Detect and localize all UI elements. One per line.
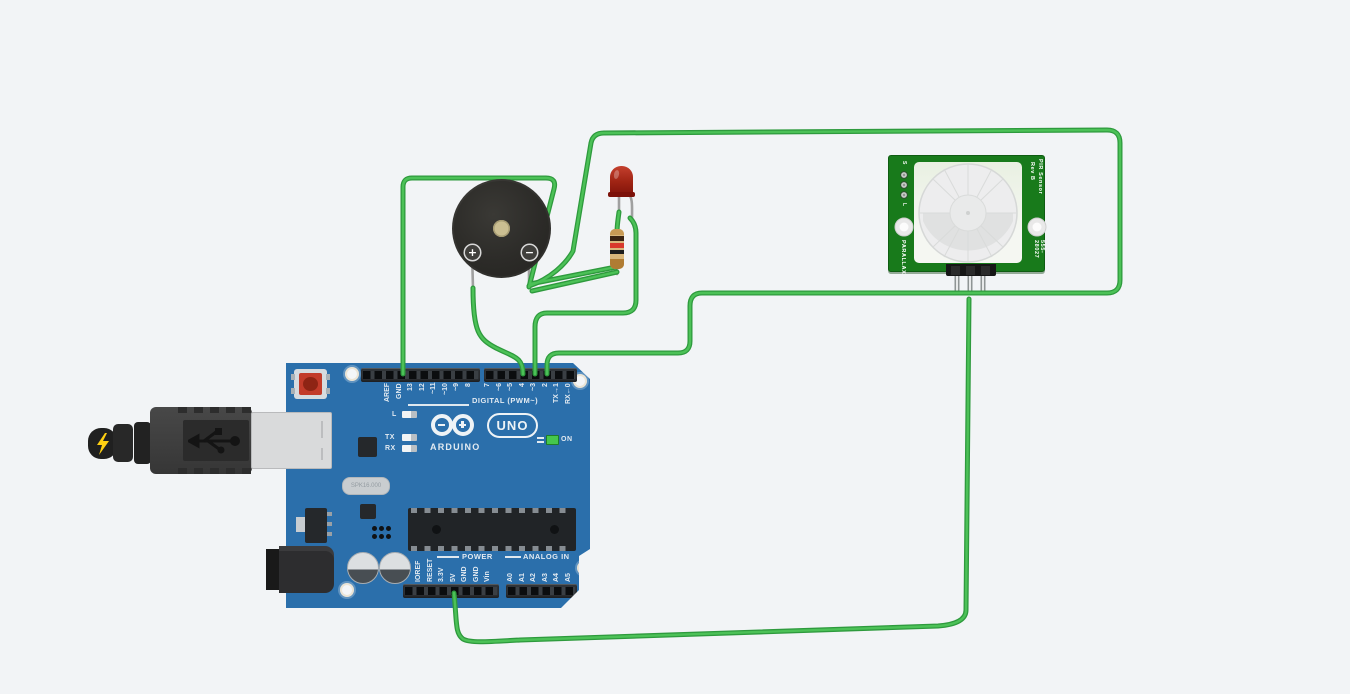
minus-icon: − — [524, 246, 535, 259]
crystal-label: SPK16.000 — [350, 483, 382, 489]
wire-pin3-to-led[interactable] — [533, 216, 638, 376]
pir-mounting-hole — [1027, 217, 1047, 237]
crystal-oscillator: SPK16.000 — [342, 477, 390, 495]
wire-5v-to-pir-power[interactable] — [452, 297, 971, 643]
arduino-brand-text: ARDUINO — [430, 442, 481, 452]
on-led — [546, 435, 559, 445]
reset-button[interactable] — [291, 369, 330, 399]
plus-icon: + — [467, 246, 478, 259]
led-l-label: L — [392, 411, 397, 418]
mounting-hole — [345, 367, 359, 381]
buzzer-negative-terminal[interactable]: − — [522, 245, 537, 260]
power-jack — [266, 546, 334, 593]
pir-brand-text: PARALLAX — [900, 240, 906, 275]
usb-plug-body — [150, 407, 252, 474]
usb-strain-relief — [134, 422, 151, 464]
usb-strain-relief — [113, 424, 133, 462]
silk-line — [408, 404, 469, 406]
uno-model-badge: UNO — [487, 413, 538, 438]
power-header[interactable] — [403, 584, 499, 598]
pir-dome-icon — [918, 163, 1018, 263]
usb-b-connector — [251, 412, 332, 469]
capacitor — [347, 552, 379, 584]
wire-gnd-to-buzzer[interactable] — [401, 176, 556, 376]
piezo-buzzer[interactable]: + − — [452, 179, 551, 278]
resistor-cap — [610, 229, 624, 235]
resistor-band-4 — [610, 259, 624, 269]
on-led-ticks — [537, 441, 544, 443]
smd-component — [360, 504, 376, 519]
atmega-chip — [408, 508, 576, 551]
pir-title-text: PIR Sensor — [1037, 159, 1043, 195]
pir-pin-connector[interactable] — [946, 264, 996, 276]
led-rx-label: RX — [385, 445, 396, 452]
mounting-hole — [340, 583, 354, 597]
usb-trident-icon — [188, 428, 240, 454]
pir-jumper-l-label: L — [901, 203, 907, 207]
on-label: ON — [561, 436, 573, 443]
resistor[interactable] — [610, 229, 624, 269]
wire-buzzer-to-pin4[interactable] — [471, 286, 525, 376]
wire-pir-ground-loop[interactable] — [527, 128, 1122, 295]
pir-jumper-s-label: S — [901, 161, 907, 165]
analog-header[interactable] — [506, 584, 577, 598]
red-led[interactable] — [608, 166, 635, 197]
lightning-bolt-icon — [97, 433, 109, 455]
digital-header-left[interactable] — [361, 368, 480, 382]
arduino-logo-icon — [452, 414, 474, 436]
on-led-ticks — [537, 437, 544, 439]
reset-button-cap — [303, 377, 318, 391]
pir-mounting-hole — [894, 217, 914, 237]
smd-component — [358, 437, 377, 457]
arduino-logo-icon — [431, 414, 453, 436]
wire-pin2-to-pir-signal[interactable] — [545, 291, 985, 376]
buzzer-positive-terminal[interactable]: + — [465, 245, 480, 260]
wire-gnd-junction-to-resistor[interactable] — [528, 265, 618, 286]
tx-led — [402, 434, 417, 441]
silk-line — [437, 556, 459, 558]
arduino-uno-board[interactable]: L TX RX ARDUINO UNO ON DIGITAL (PWM~) SP… — [286, 363, 590, 608]
wire-gnd-junction-to-resistor[interactable] — [530, 270, 619, 293]
resistor-band-1 — [610, 236, 624, 241]
pir-sensor[interactable]: S L PARALLAX PIR Sensor Rev B 555-28027 — [888, 155, 1047, 276]
icsp-header[interactable] — [372, 526, 391, 541]
l-led — [402, 411, 417, 418]
digital-label: DIGITAL (PWM~) — [472, 396, 539, 405]
capacitor — [379, 552, 411, 584]
pir-jumper-pins[interactable] — [898, 170, 910, 204]
silk-line — [505, 556, 521, 558]
usb-cable[interactable] — [88, 407, 333, 474]
buzzer-center — [493, 220, 510, 237]
led-flange — [608, 192, 635, 197]
resistor-band-2 — [610, 243, 624, 248]
digital-header-right[interactable] — [484, 368, 577, 382]
uno-model-text: UNO — [496, 418, 529, 433]
led-tx-label: TX — [385, 434, 395, 441]
rx-led — [402, 445, 417, 452]
voltage-regulator — [296, 508, 332, 543]
analog-label: ANALOG IN — [523, 552, 570, 561]
pir-rev-text: Rev B — [1029, 162, 1035, 181]
power-label: POWER — [462, 552, 493, 561]
pir-part-number-text: 555-28027 — [1033, 240, 1045, 259]
resistor-band-3 — [610, 250, 624, 254]
